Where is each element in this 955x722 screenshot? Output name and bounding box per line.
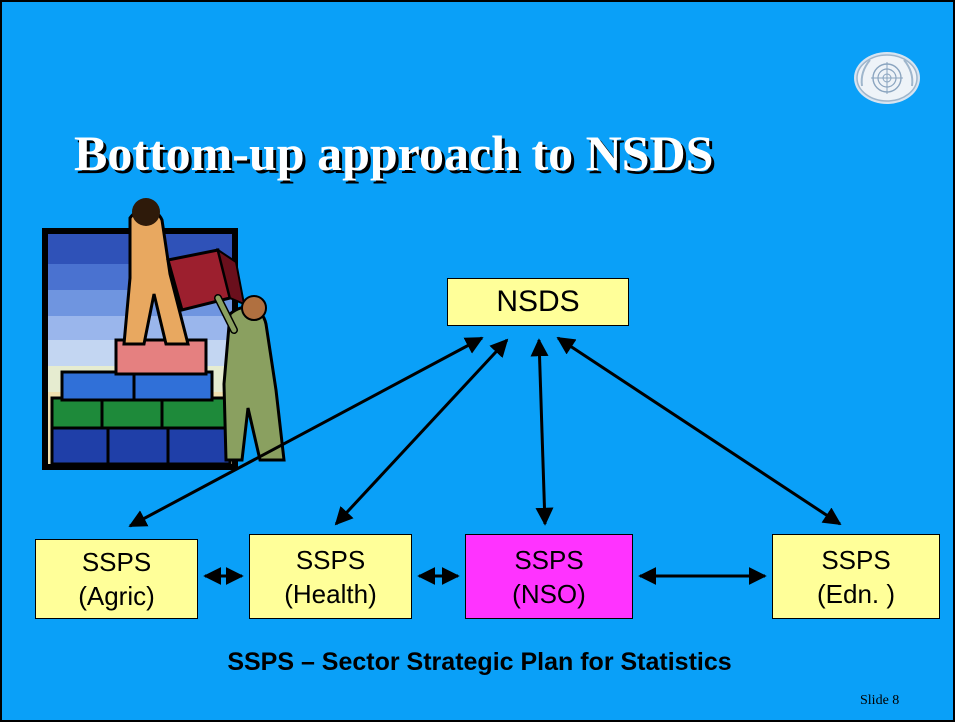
node-line1: SSPS	[821, 544, 891, 575]
node-line2: (NSO)	[512, 578, 586, 609]
node-line1: SSPS	[295, 544, 366, 575]
arrow-nsds-edn	[556, 336, 842, 526]
ssps-nso-node: SSPS (NSO)	[465, 534, 633, 619]
ssps-agric-node: SSPS (Agric)	[35, 539, 198, 619]
un-emblem-icon	[854, 52, 920, 104]
node-line2: (Agric)	[78, 581, 155, 611]
node-line1: SSPS	[514, 544, 584, 575]
node-line2: (Edn. )	[816, 578, 896, 609]
ssps-edn-node: SSPS (Edn. )	[772, 534, 940, 619]
slide-number: Slide 8	[860, 693, 900, 708]
node-line2: (Health)	[284, 578, 377, 609]
legend-caption: SSPS – Sector Strategic Plan for Statist…	[227, 648, 732, 676]
people-stacking-blocks-icon	[42, 198, 286, 470]
arrow-nsds-nso	[530, 338, 554, 526]
nsds-node: NSDS	[447, 278, 629, 326]
nsds-node-label: NSDS	[496, 285, 580, 318]
node-line1: SSPS	[81, 547, 152, 577]
ssps-health-node: SSPS (Health)	[249, 534, 412, 619]
slide-title: Bottom-up approach to NSDS	[74, 125, 714, 181]
arrow-nsds-health	[334, 338, 509, 526]
